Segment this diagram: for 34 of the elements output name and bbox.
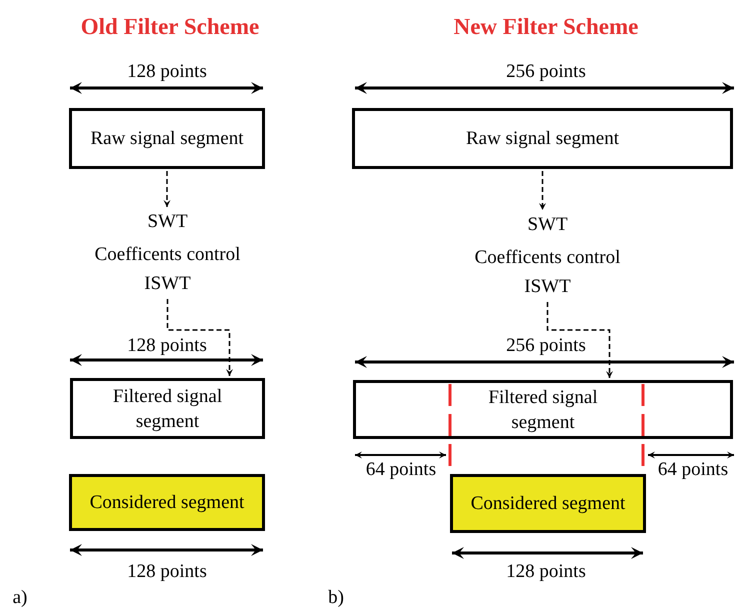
dimension-label: 64 points: [366, 459, 436, 481]
step-label: ISWT: [524, 275, 571, 299]
step-label: ISWT: [144, 272, 191, 296]
step-label: SWT: [527, 213, 568, 237]
arrow: [166, 299, 233, 376]
dimension-label: 128 points: [127, 561, 207, 583]
segment-box: [70, 378, 265, 439]
box-label: Raw signal segment: [90, 127, 244, 151]
step-label: Coefficents control: [94, 243, 240, 267]
box-label: Considered segment: [90, 491, 244, 515]
box-label: Filtered signal segment: [112, 384, 224, 434]
segment-box: [69, 474, 265, 531]
box-label: Filtered signal segment: [487, 386, 599, 434]
step-label: SWT: [147, 210, 188, 234]
step-label: Coefficents control: [474, 246, 620, 270]
dimension-label: 256 points: [506, 61, 586, 83]
box-label: Considered segment: [470, 492, 626, 516]
segment-box: [353, 380, 733, 439]
dimension-label: 128 points: [506, 561, 586, 583]
segment-box: [69, 108, 265, 169]
panel-title: Old Filter Scheme: [80, 16, 260, 38]
segment-box: [352, 108, 733, 169]
panel-label: a): [12, 587, 28, 609]
dimension-label: 128 points: [127, 335, 207, 357]
arrow: [539, 171, 546, 210]
panel-label: b): [328, 587, 344, 609]
panel-title: New Filter Scheme: [454, 16, 638, 38]
segment-box: [450, 474, 646, 533]
dimension-label: 64 points: [658, 459, 728, 481]
arrow: [546, 302, 613, 378]
box-label: Raw signal segment: [466, 127, 620, 151]
dimension-label: 128 points: [127, 61, 207, 83]
dimension-label: 256 points: [506, 335, 586, 357]
arrow: [164, 171, 170, 207]
